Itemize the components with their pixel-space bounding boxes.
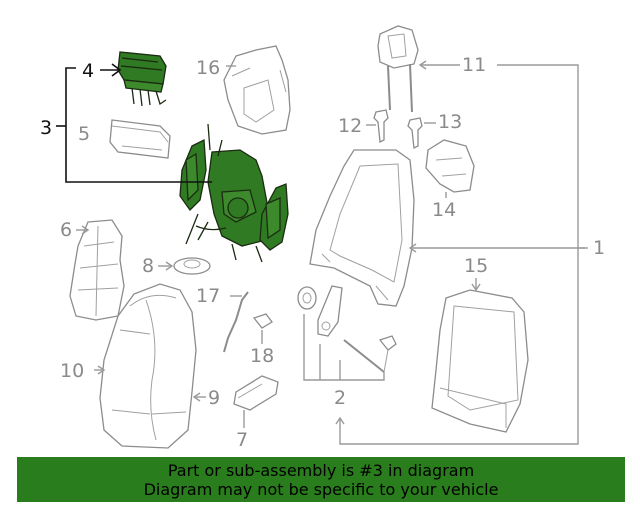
banner-line-1: Part or sub-assembly is #3 in diagram (167, 461, 475, 480)
callout-18[interactable]: 18 (250, 345, 274, 367)
callout-8[interactable]: 8 (142, 255, 154, 277)
bracket-3 (65, 67, 212, 183)
part-14-bracket[interactable] (425, 139, 475, 193)
callout-11[interactable]: 11 (462, 54, 486, 76)
callout-17[interactable]: 17 (196, 285, 220, 307)
part-1-seat-frame[interactable] (309, 149, 415, 307)
callout-4[interactable]: 4 (82, 60, 94, 82)
callout-2[interactable]: 2 (334, 387, 346, 409)
info-banner: Part or sub-assembly is #3 in diagram Di… (17, 457, 625, 502)
part-18-clip[interactable] (252, 313, 273, 329)
callout-14[interactable]: 14 (432, 199, 456, 221)
callout-1[interactable]: 1 (593, 237, 605, 259)
callout-15[interactable]: 15 (464, 255, 488, 277)
part-8-disc[interactable] (173, 257, 211, 275)
part-15-back-trim[interactable] (431, 289, 529, 433)
part-11-headrest[interactable] (377, 25, 419, 113)
part-16-back-panel[interactable] (223, 45, 291, 135)
banner-line-2: Diagram may not be specific to your vehi… (143, 480, 499, 499)
callout-5[interactable]: 5 (78, 123, 90, 145)
callout-12[interactable]: 12 (338, 115, 362, 137)
part-4-module[interactable] (117, 51, 167, 107)
part-6-pad[interactable] (69, 219, 125, 321)
part-10-seatback-cover[interactable] (99, 283, 197, 449)
part-12-guide[interactable] (373, 109, 389, 144)
callout-9[interactable]: 9 (208, 387, 220, 409)
callout-6[interactable]: 6 (60, 219, 72, 241)
callout-13[interactable]: 13 (438, 111, 462, 133)
callout-3[interactable]: 3 (40, 117, 52, 139)
part-2-adjuster[interactable] (297, 285, 397, 373)
part-5-module[interactable] (109, 119, 171, 159)
callout-16[interactable]: 16 (196, 57, 220, 79)
callout-10[interactable]: 10 (60, 360, 84, 382)
part-17-rod[interactable] (223, 291, 249, 353)
part-3-assembly[interactable] (179, 123, 289, 263)
callout-7[interactable]: 7 (236, 429, 248, 451)
part-13-guide[interactable] (407, 117, 423, 149)
part-7-switch[interactable] (233, 375, 279, 411)
